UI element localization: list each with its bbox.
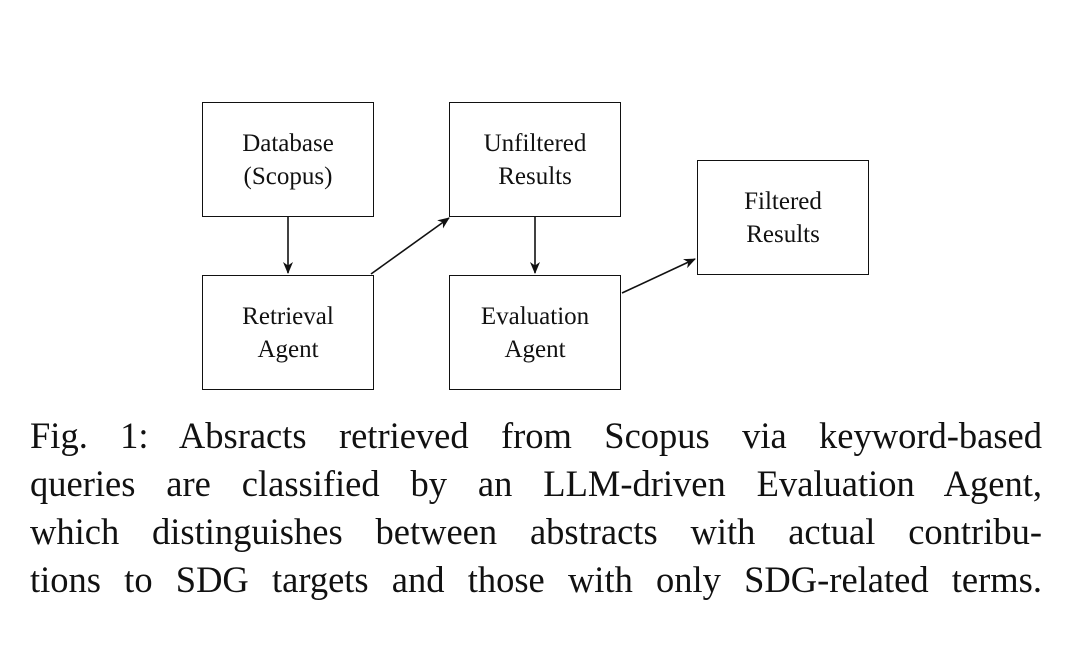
node-label-line1: Database	[242, 129, 334, 157]
node-label-line2: (Scopus)	[243, 162, 333, 190]
node-retrieval-agent: Retrieval Agent	[202, 275, 374, 390]
flow-diagram: Database (Scopus) Unfiltered Results Fil…	[202, 102, 869, 390]
caption-line: Fig. 1: Absracts retrieved from Scopus v…	[30, 415, 1042, 456]
node-label-line1: Evaluation	[480, 302, 590, 330]
node-filtered-results: Filtered Results	[697, 160, 869, 275]
node-label-line2: Results	[746, 220, 820, 248]
node-label-line1: Retrieval	[242, 302, 334, 330]
node-database-scopus: Database (Scopus)	[202, 102, 374, 217]
node-label-line2: Agent	[257, 335, 319, 363]
node-label-line2: Results	[498, 162, 572, 190]
arrow-retrieval-to-unfiltered	[370, 217, 450, 275]
caption-line: queries are classified by an LLM-driven …	[30, 463, 1042, 504]
arrow-evaluation-to-filtered	[621, 258, 696, 294]
node-label-line2: Agent	[504, 335, 566, 363]
node-evaluation-agent: Evaluation Agent	[449, 275, 621, 390]
node-label-line1: Filtered	[744, 187, 822, 215]
node-label-line1: Unfiltered	[483, 129, 587, 157]
caption-line: tions to SDG targets and those with only…	[30, 559, 1042, 600]
figure-caption: Fig. 1: Absracts retrieved from Scopus v…	[30, 412, 1042, 604]
caption-line: which distinguishes between abstracts wi…	[30, 511, 1042, 552]
node-unfiltered-results: Unfiltered Results	[449, 102, 621, 217]
